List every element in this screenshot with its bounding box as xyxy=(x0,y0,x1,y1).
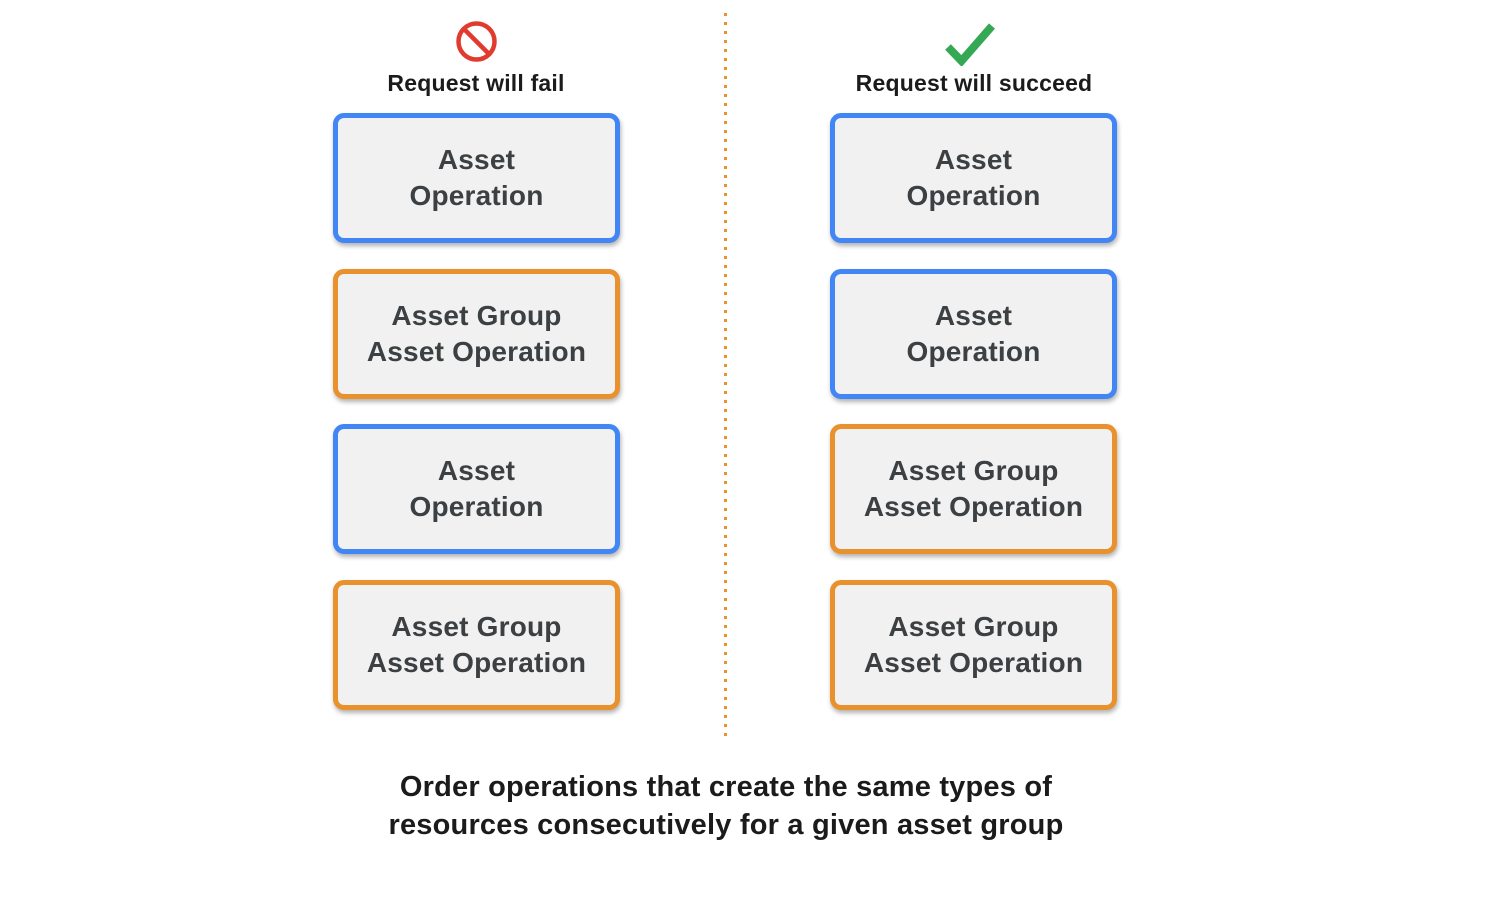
box-label-line2: Asset Operation xyxy=(863,491,1084,522)
succeed-column-title: Request will succeed xyxy=(855,70,1093,96)
fail-box-asset-operation-2: Asset Operation xyxy=(333,424,620,554)
box-label-line2: Asset Operation xyxy=(366,647,587,678)
box-label-line2: Operation xyxy=(409,491,544,522)
box-label-line1: Asset xyxy=(934,300,1013,331)
caption-line1: Order operations that create the same ty… xyxy=(399,771,1053,803)
succeed-box-asset-operation-2: Asset Operation xyxy=(830,269,1117,399)
box-label-line2: Asset Operation xyxy=(366,336,587,367)
fail-column-title: Request will fail xyxy=(387,70,565,96)
box-label-line1: Asset Group xyxy=(391,300,562,331)
box-label-line1: Asset Group xyxy=(888,611,1059,642)
box-label-line1: Asset Group xyxy=(888,455,1059,486)
box-label-line1: Asset Group xyxy=(391,611,562,642)
succeed-box-asset-operation-1: Asset Operation xyxy=(830,113,1117,243)
box-label-line1: Asset xyxy=(934,144,1013,175)
box-label-line2: Operation xyxy=(906,336,1041,367)
box-label-line2: Operation xyxy=(906,180,1041,211)
box-label-line1: Asset xyxy=(437,144,516,175)
succeed-box-asset-group-asset-operation-2: Asset Group Asset Operation xyxy=(830,580,1117,710)
box-label-line2: Operation xyxy=(409,180,544,211)
dotted-divider xyxy=(724,13,727,739)
check-stroke xyxy=(945,23,996,66)
prohibition-circle xyxy=(456,21,497,62)
prohibition-slash xyxy=(462,27,491,56)
caption-line2: resources consecutively for a given asse… xyxy=(388,809,1064,841)
fail-box-asset-group-asset-operation-2: Asset Group Asset Operation xyxy=(333,580,620,710)
box-label-line1: Asset xyxy=(437,455,516,486)
fail-box-asset-group-asset-operation-1: Asset Group Asset Operation xyxy=(333,269,620,399)
succeed-box-asset-group-asset-operation-1: Asset Group Asset Operation xyxy=(830,424,1117,554)
caption: Order operations that create the same ty… xyxy=(326,768,1126,844)
prohibition-icon xyxy=(456,21,497,62)
box-label-line2: Asset Operation xyxy=(863,647,1084,678)
fail-box-asset-operation-1: Asset Operation xyxy=(333,113,620,243)
check-icon xyxy=(945,23,996,66)
